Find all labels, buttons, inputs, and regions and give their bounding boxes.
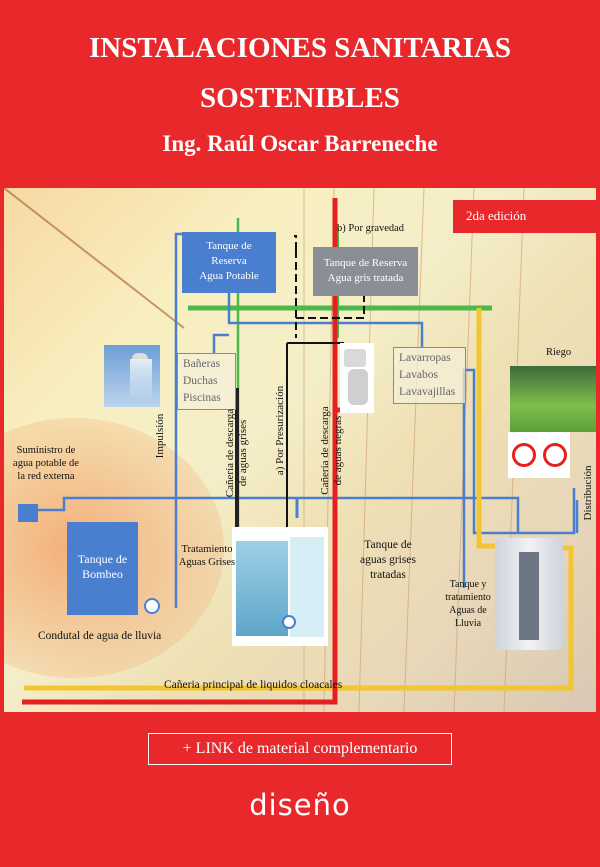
label: aguas grises	[360, 554, 416, 566]
gravity-label: b) Por gravedad	[337, 223, 405, 234]
gray-discharge-label: Cañería de descarga de aguas grises	[224, 378, 250, 528]
label: Aguas Grises	[178, 557, 236, 568]
gray-water-reserve-tank: Tanque de Reserva Agua gris tratada	[313, 247, 418, 296]
pressurization-label: a) Por Presurización	[274, 385, 286, 476]
edition-badge: 2da edición	[453, 200, 596, 233]
treated-tank-label: Tanque de aguas grises tratadas	[348, 538, 428, 583]
label: de aguas negras	[332, 415, 344, 486]
label: Lavarropas	[399, 352, 451, 364]
label: Lavavajillas	[399, 386, 456, 398]
pipe-network	[4, 188, 579, 712]
label: Tanque y	[449, 579, 487, 590]
label: Tanque de Reserva	[323, 257, 408, 269]
label: Tratamiento	[181, 544, 233, 555]
label: Agua Potable	[199, 270, 259, 282]
pump-tank: Tanque de Bombeo	[67, 522, 138, 615]
label: Lluvia	[454, 618, 482, 629]
rain-conduit-label: Condutal de agua de lluvia	[38, 630, 162, 642]
cover-illustration: Tanque de Reserva Agua Potable Tanque de…	[4, 188, 596, 712]
black-discharge-label: Cañería de descarga de aguas negras	[319, 373, 345, 528]
impulsion-label: Impulsión	[154, 413, 166, 459]
complementary-material-link[interactable]: + LINK de material complementario	[148, 733, 452, 765]
water-meter-icon	[18, 504, 38, 522]
label: Piscinas	[183, 392, 221, 404]
potable-reserve-tank: Tanque de Reserva Agua Potable	[182, 232, 276, 293]
pump-icon	[282, 615, 296, 629]
gray-treatment-label: Tratamiento Aguas Grises	[172, 543, 242, 569]
no-drinking-icon	[511, 443, 536, 467]
non-potable-signs	[508, 432, 570, 478]
label: Duchas	[183, 375, 218, 387]
label: Agua gris tratada	[327, 272, 404, 284]
publisher-logo: diseño	[249, 788, 351, 822]
label: Tanque de	[364, 539, 412, 551]
gray-treatment-tank-image	[232, 527, 328, 646]
label: Aguas de	[449, 605, 487, 616]
rain-tank-label: Tanque y tratamiento Aguas de Lluvia	[440, 578, 496, 630]
main-sewer-label: Cañeria principal de liquidos cloacales	[164, 679, 343, 691]
no-drinking-icon	[542, 443, 567, 467]
fixtures-right-box: Lavarropas Lavabos Lavavajillas	[393, 347, 466, 404]
label: Cañería de descarga	[224, 408, 236, 498]
supply-label: Suministro de agua potable de la red ext…	[8, 444, 84, 483]
title-line-2: SOSTENIBLES	[200, 82, 400, 114]
label: Bañeras	[183, 358, 221, 370]
toilet-image	[340, 343, 374, 413]
label: Tanque de	[77, 552, 128, 566]
irrigation-image	[510, 366, 596, 432]
distribution-label: Distribución	[582, 465, 594, 521]
shower-image	[104, 345, 160, 407]
irrigation-label: Riego	[546, 347, 572, 358]
fixtures-left-box: Bañeras Duchas Piscinas	[177, 353, 236, 410]
label: Reserva	[211, 255, 247, 267]
label: de aguas grises	[237, 419, 249, 487]
label: Lavabos	[399, 369, 438, 381]
title-line-1: INSTALACIONES SANITARIAS	[89, 32, 511, 64]
label: agua potable de	[13, 458, 79, 469]
label: Tanque de	[206, 240, 252, 252]
label: Cañería de descarga	[319, 406, 331, 495]
author: Ing. Raúl Oscar Barreneche	[162, 131, 438, 156]
label: tratadas	[370, 569, 406, 581]
pump-icon	[144, 598, 160, 614]
label: la red externa	[17, 471, 75, 482]
label: Bombeo	[82, 567, 123, 581]
label: tratamiento	[445, 592, 491, 603]
rain-tank-image	[495, 538, 563, 650]
label: Suministro de	[16, 445, 76, 456]
